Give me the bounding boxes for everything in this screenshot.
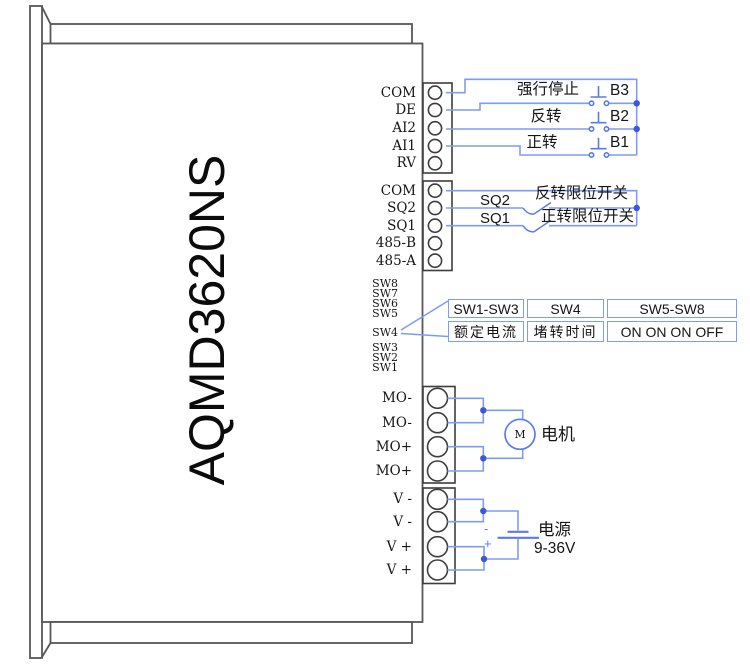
dip-label-sw4: SW4 [372,326,398,339]
terminal-label-v-plus-2: V + [386,562,412,578]
button-b3-function: 强行停止 [516,81,579,98]
terminal-blocks [422,82,456,585]
model-title: AQMD3620NS [179,154,235,486]
dip-table-value-2: 堵转时间 [527,321,604,342]
flange-bottom-bevel [41,642,52,658]
terminal-label-de: DE [395,102,416,118]
terminal-label-com2: COM [380,183,416,199]
sq1-switch-blade [533,219,552,233]
wire-v-plus-2 [447,559,485,571]
terminal-label-ai1: AI1 [392,138,416,154]
wire-v-minus-1 [447,498,485,511]
terminal-label-mo-minus-2: MO- [382,415,412,431]
dip-label-sw1: SW1 [372,361,398,374]
power-voltage: 9-36V [534,540,576,557]
terminal-label-mo-minus-1: MO- [382,390,412,406]
junction-dots [480,100,640,563]
wire-to-battery-neg [483,510,519,531]
terminal-label-mo-plus-1: MO+ [375,439,412,455]
dip-table-header-2: SW4 [527,299,604,318]
mounting-flange [29,5,43,659]
pushbutton-symbols [588,86,610,159]
motor-symbol-letter: M [514,428,526,441]
wire-ai1-to-b1 [446,145,589,156]
bottom-rail [49,621,413,644]
dip-label-sw3: SW3 [372,341,398,354]
wire-v-minus-2 [447,511,485,523]
motor-label: 电机 [541,425,575,444]
dip-table-header-1: SW1-SW3 [448,299,524,318]
b1-actuator-icon [590,137,607,150]
limit-switch-sq1-label: 正转限位开关 [541,208,635,225]
dip-table-header-3: SW5-SW8 [607,299,737,318]
terminal-label-485b: 485-B [375,235,416,251]
leader-sw4-top [400,300,449,331]
wire-mo-plus-2 [447,458,485,472]
terminal-label-mo-plus-2: MO+ [375,463,412,479]
wire-de-to-b3 [446,102,589,111]
limit-switch-sq2-id: SQ2 [480,192,511,209]
limit-switch-sq1-id: SQ1 [480,210,511,227]
terminal-label-v-minus-1: V - [393,491,412,507]
wire-mo-minus-2 [447,410,485,424]
limit-switch-sq2-label: 反转限位开关 [535,185,629,202]
sq1-switch-icon [522,225,535,233]
wire-to-motor-bottom [483,449,524,460]
flange-top-bevel [41,6,52,25]
motor-circle-icon [504,418,536,451]
dip-label-sw2: SW2 [372,351,398,364]
dip-label-sw5: SW5 [372,307,398,320]
terminal-label-v-plus-1: V + [386,539,412,555]
terminal-label-com: COM [380,85,416,101]
dip-label-sw8: SW8 [372,277,398,290]
dip-label-sw7: SW7 [372,287,398,300]
terminal-label-rv: RV [396,155,416,171]
wire-mo-minus-1 [447,397,485,411]
leader-sw4-bottom [400,332,449,338]
top-rail [49,23,413,45]
b2-actuator-icon [590,111,607,124]
button-b1-function: 正转 [526,134,558,151]
terminal-label-sq1: SQ1 [387,218,416,234]
terminal-label-v-minus-2: V - [393,514,412,530]
b3-actuator-icon [590,86,607,98]
dip-table-value-3: ON ON ON OFF [607,321,737,342]
terminal-label-ai2: AI2 [392,120,416,136]
battery-minus-sign: - [484,521,489,536]
wire-v-plus-1 [447,545,485,559]
dip-label-sw6: SW6 [372,297,398,310]
terminal-label-485a: 485-A [375,253,416,269]
sq2-switch-icon [522,207,535,215]
button-b2-id: B2 [610,108,629,125]
driver-chassis [29,5,424,659]
button-b1-id: B1 [610,134,629,151]
limit-switch-symbols [522,201,552,233]
button-b3-id: B3 [610,82,629,99]
wire-mo-plus-1 [447,445,485,459]
button-b2-function: 反转 [530,108,562,125]
wire-com2-bus [446,189,638,226]
battery-icon [497,530,539,539]
wire-to-battery-pos [484,538,519,560]
wire-to-motor-top [483,409,524,420]
dip-table-value-1: 额定电流 [448,321,524,342]
sq2-switch-blade [533,201,552,215]
battery-plus-sign: + [484,536,492,551]
power-label: 电源 [538,521,571,539]
terminal-label-sq2: SQ2 [387,200,416,216]
